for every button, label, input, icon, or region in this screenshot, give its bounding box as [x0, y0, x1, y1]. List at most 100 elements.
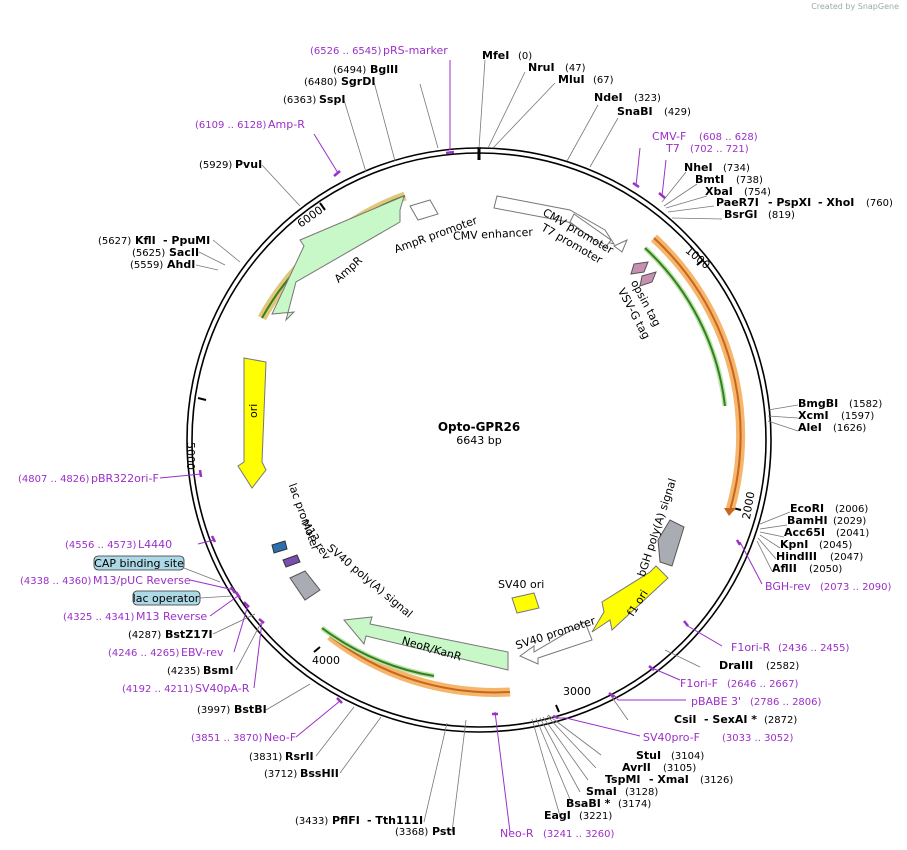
svg-text:(5625): (5625) — [132, 248, 165, 259]
svg-text:(429): (429) — [664, 107, 691, 118]
primer-m13-reverse: M13 Reverse — [136, 610, 207, 623]
primer-t7: T7 — [665, 142, 680, 155]
svg-text:(4807 .. 4826): (4807 .. 4826) — [18, 474, 90, 485]
f1-ori-arrow — [591, 565, 669, 633]
svg-text:(702 .. 721): (702 .. 721) — [690, 144, 749, 155]
t7-promoter-arrow — [613, 239, 628, 253]
svg-text:lac operator: lac operator — [133, 592, 200, 605]
svg-text:(2872): (2872) — [764, 715, 797, 726]
svg-text:(6526 .. 6545): (6526 .. 6545) — [310, 46, 382, 57]
svg-text:(3831): (3831) — [249, 752, 282, 763]
m13-rev-arrow — [282, 554, 301, 568]
enzyme-ahdi: AhdI — [167, 258, 195, 271]
enzyme-avrii: AvrII — [622, 761, 651, 774]
enzyme-eagi: EagI — [544, 809, 571, 822]
enzyme-xmai: - XmaI — [649, 773, 689, 786]
svg-text:(5929): (5929) — [199, 160, 232, 171]
tick-label-2000: 2000 — [740, 491, 758, 521]
svg-text:(2073 .. 2090): (2073 .. 2090) — [820, 582, 892, 593]
enzyme-sexai: - SexAI * — [704, 713, 757, 726]
tick-marks — [197, 202, 742, 713]
svg-text:(3851 .. 3870): (3851 .. 3870) — [191, 733, 263, 744]
svg-text:(754): (754) — [744, 187, 771, 198]
tick-label-3000: 3000 — [563, 685, 591, 698]
svg-text:(4235): (4235) — [167, 666, 200, 677]
svg-text:(2006): (2006) — [835, 504, 868, 515]
enzyme-psti: PstI — [432, 825, 456, 838]
primer-f1ori-r: F1ori-R — [731, 641, 771, 654]
enzyme-alei: AleI — [798, 421, 822, 434]
primer-leaders — [159, 60, 763, 833]
enzyme-ecori: EcoRI — [790, 502, 824, 515]
enzyme-pspxi: - PspXI — [768, 196, 811, 209]
svg-text:(4325 .. 4341): (4325 .. 4341) — [63, 612, 135, 623]
enzyme-bstbi: BstBI — [234, 703, 267, 716]
enzyme-bmgbi: BmgBI — [798, 397, 838, 410]
tick-label-5000: 5000 — [184, 442, 197, 470]
enzyme-pflfi: PflFI — [332, 814, 360, 827]
enzyme-mlui: MluI — [558, 73, 585, 86]
enzyme-nhei: NheI — [684, 161, 713, 174]
tick-label-4000: 4000 — [312, 654, 340, 667]
enzyme-bsabi: BsaBI * — [566, 797, 611, 810]
svg-text:(3174): (3174) — [618, 799, 651, 810]
svg-text:(3241 .. 3260): (3241 .. 3260) — [543, 829, 615, 840]
primer-prs-marker: pRS-marker — [383, 44, 448, 57]
svg-text:(2582): (2582) — [766, 661, 799, 672]
enzyme-nrui: NruI — [528, 61, 555, 74]
ori-arrow — [237, 357, 267, 489]
enzyme-sacii: SacII — [169, 246, 199, 259]
enzyme-bsrgi: BsrGI — [724, 208, 757, 221]
enzyme-pvui: PvuI — [235, 158, 262, 171]
svg-text:(2041): (2041) — [836, 528, 869, 539]
opsin-tag-arrow — [630, 261, 649, 275]
svg-text:(738): (738) — [736, 175, 763, 186]
primer-neo-r: Neo-R — [500, 827, 534, 840]
enzyme-tspmi: TspMI — [605, 773, 641, 786]
svg-text:(819): (819) — [768, 210, 795, 221]
enzyme-labels: MfeI (0) NruI (47) MluI (67) NdeI (323) … — [98, 49, 893, 838]
primer-sv40pa-r: SV40pA-R — [195, 682, 250, 695]
svg-text:(1582): (1582) — [849, 399, 882, 410]
svg-text:(734): (734) — [723, 163, 750, 174]
primer-labels: pRS-marker (6526 .. 6545) Amp-R (6109 ..… — [18, 44, 892, 840]
primer-pbr322ori-f: pBR322ori-F — [91, 472, 159, 485]
svg-text:CAP binding site: CAP binding site — [94, 557, 184, 570]
svg-text:(2050): (2050) — [809, 564, 842, 575]
primer-neo-f: Neo-F — [264, 731, 296, 744]
svg-text:(3368): (3368) — [395, 827, 428, 838]
primer-cmv-f: CMV-F — [652, 130, 686, 143]
primer-m13-puc-reverse: M13/pUC Reverse — [93, 574, 191, 587]
svg-text:(2436 .. 2455): (2436 .. 2455) — [778, 643, 850, 654]
svg-text:(4338 .. 4360): (4338 .. 4360) — [20, 576, 92, 587]
enzyme-bsmi: BsmI — [203, 664, 234, 677]
primer-ebv-rev: EBV-rev — [181, 646, 224, 659]
sv40-ori-box — [511, 592, 540, 614]
primer-sv40pro-f: SV40pro-F — [643, 731, 700, 744]
label-lac-promoter: lac promoter — [286, 482, 322, 553]
enzyme-bstz17i: BstZ17I — [165, 628, 213, 641]
cap-binding-site-label: CAP binding site — [93, 555, 221, 583]
enzyme-mfei: MfeI — [482, 49, 509, 62]
enzyme-ppumi: - PpuMI — [163, 234, 210, 247]
enzyme-sspi: SspI — [319, 93, 345, 106]
svg-text:(2047): (2047) — [830, 552, 863, 563]
label-sv40-polya: SV40 poly(A) signal — [324, 541, 415, 620]
ampr-arrow — [271, 195, 405, 322]
plasmid-size: 6643 bp — [456, 434, 501, 447]
primer-bgh-rev: BGH-rev — [765, 580, 811, 593]
lac-operator-label: lac operator — [132, 590, 233, 606]
svg-text:(5559): (5559) — [130, 260, 163, 271]
svg-text:(5627): (5627) — [98, 236, 131, 247]
enzyme-leaders — [195, 59, 799, 833]
enzyme-smai: SmaI — [586, 785, 617, 798]
svg-text:(4287): (4287) — [128, 630, 161, 641]
enzyme-ndei: NdeI — [594, 91, 623, 104]
enzyme-bmti: BmtI — [695, 173, 724, 186]
enzyme-aflii: AflII — [772, 562, 797, 575]
svg-text:(1597): (1597) — [841, 411, 874, 422]
svg-text:(2646 .. 2667): (2646 .. 2667) — [727, 679, 799, 690]
svg-text:(3033 .. 3052): (3033 .. 3052) — [722, 733, 794, 744]
enzyme-hindiii: HindIII — [776, 550, 817, 563]
